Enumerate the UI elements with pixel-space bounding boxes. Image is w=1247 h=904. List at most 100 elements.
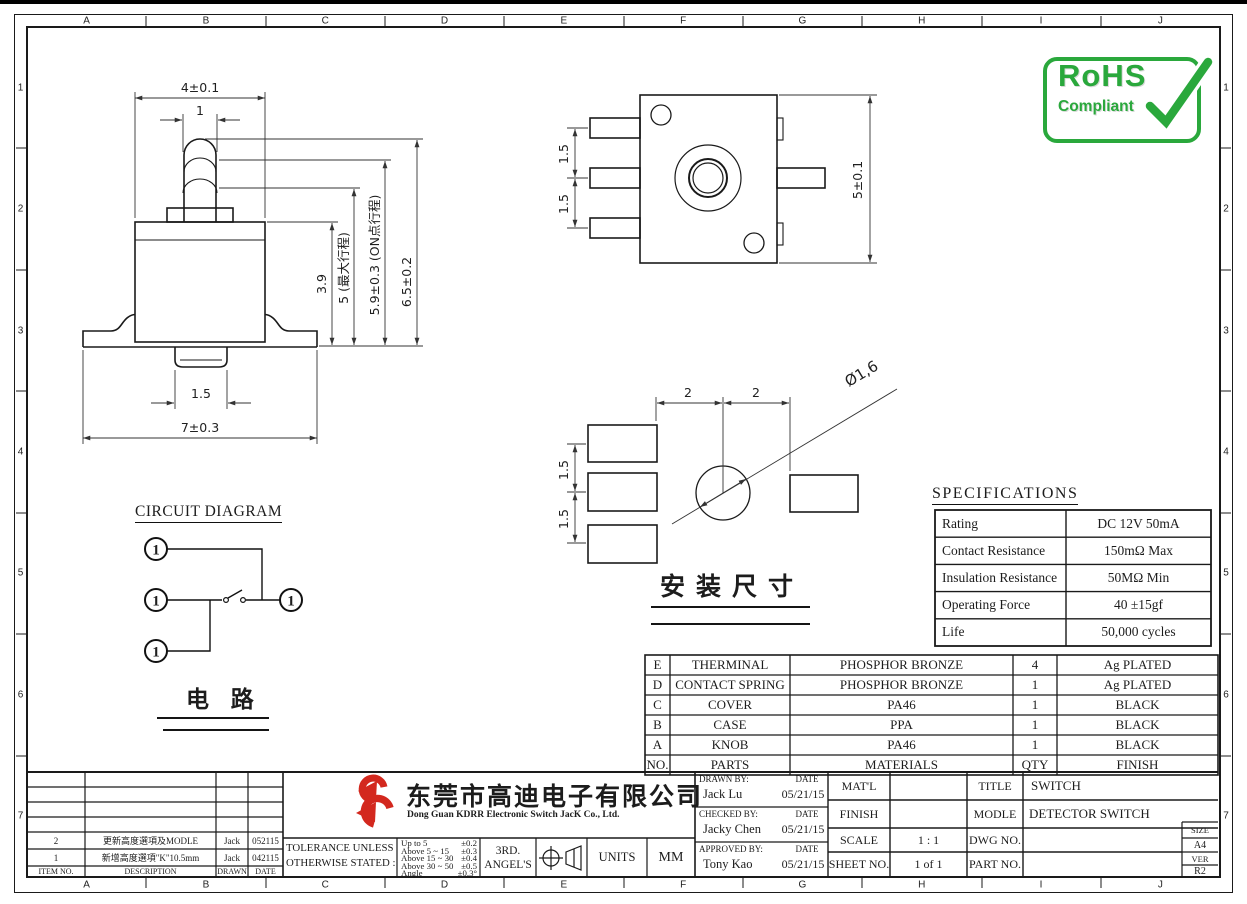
grid-row-label: 7: [1223, 810, 1229, 822]
signoff-role-label: DRAWN BY:: [699, 773, 749, 784]
revision-row-cell: Jack: [224, 852, 240, 863]
parts-table-cell: PHOSPHOR BRONZE: [839, 677, 964, 692]
scale-label: SCALE: [839, 832, 878, 847]
parts-table-cell: B: [653, 717, 662, 732]
install-view-title: 安装尺寸: [660, 574, 805, 601]
rohs-logo-line2: Compliant: [1058, 98, 1134, 115]
parts-table-cell: BLACK: [1115, 717, 1160, 732]
signoff-role-label: CHECKED BY:: [699, 808, 758, 819]
spec-row-label: Insulation Resistance: [942, 569, 1058, 585]
parts-table-cell: BLACK: [1115, 737, 1160, 752]
signoff-name: Tony Kao: [703, 857, 753, 871]
dim-pad-pitch-1: 1.5: [556, 460, 571, 480]
tolerance-value: ±0.5: [461, 860, 477, 871]
signoff-name: Jacky Chen: [703, 822, 761, 836]
spec-row-value: 150mΩ Max: [1104, 542, 1173, 558]
part-no-label: PART NO.: [969, 857, 1021, 871]
parts-table-cell: 1: [1031, 737, 1039, 752]
parts-table-cell: PA46: [887, 697, 916, 712]
ver-value: R2: [1194, 865, 1206, 877]
dim-pad-left: 2: [684, 385, 692, 400]
dim-top-width: 4±0.1: [181, 80, 219, 95]
parts-table-header-cell: MATERIALS: [865, 757, 938, 772]
circuit-subtitle-underline-2: [163, 729, 269, 731]
rohs-logo-line1: RoHS: [1058, 58, 1147, 93]
parts-table-cell: D: [652, 677, 663, 692]
tolerance-value: ±0.4: [461, 853, 477, 863]
grid-row-label: 2: [17, 203, 24, 215]
grid-row-label: 6: [17, 689, 24, 701]
top-view-drawing: [589, 94, 826, 264]
size-label: SIZE: [1191, 825, 1209, 835]
parts-table-cell: BLACK: [1115, 697, 1160, 712]
dim-travel-on: 5.9±0.3 (ON点行程): [367, 195, 382, 316]
revision-row-cell: 新增高度選項"K"10.5mm: [101, 853, 200, 863]
revision-header-cell: DATE: [255, 867, 276, 876]
grid-column-label: D: [440, 15, 449, 26]
tolerance-row: Up to 5 ±0.2: [401, 838, 477, 848]
signoff-date-label: DATE: [795, 773, 819, 784]
parts-table-cell: Ag PLATED: [1103, 657, 1172, 672]
rohs-logo: RoHS Compliant: [1043, 57, 1201, 143]
grid-row-label: 4: [1223, 446, 1229, 458]
sheet-frame: [14, 14, 1233, 893]
revision-row-cell: 1: [53, 852, 59, 863]
parts-table-cell: KNOB: [711, 737, 749, 752]
parts-table-cell: PPA: [890, 717, 913, 732]
grid-column-label: A: [83, 879, 90, 890]
grid-row-label: 3: [17, 325, 24, 337]
top-view-dimensions: [567, 94, 877, 264]
tolerance-note-line2: OTHERWISE STATED :: [286, 857, 396, 869]
grid-column-label: D: [440, 879, 449, 890]
parts-table-header-cell: FINISH: [1116, 757, 1159, 772]
circuit-terminal-2: 1: [152, 594, 160, 610]
projection-label-line2: ANGEL'S: [484, 858, 532, 871]
tolerance-note-line1: TOLERANCE UNLESS: [286, 842, 394, 854]
tolerance-value: ±0.3°: [457, 868, 477, 878]
scan-edge-strip: [0, 0, 1247, 4]
grid-column-label: C: [321, 879, 329, 890]
grid-column-label: F: [680, 879, 687, 890]
grid-column-label: J: [1157, 15, 1163, 26]
signoff-date-label: DATE: [795, 843, 819, 854]
tolerance-range: Above 30 ~ 50: [401, 860, 454, 871]
grid-row-label: 1: [17, 82, 24, 94]
spec-row-label: Rating: [942, 515, 978, 531]
tolerance-value: ±0.2: [461, 838, 477, 848]
spec-row-label: Operating Force: [942, 597, 1031, 613]
grid-column-label: H: [918, 15, 926, 26]
dim-pad-pitch-2: 1.5: [556, 509, 571, 529]
dim-terminal-pitch-1: 1.5: [556, 144, 571, 164]
ver-label: VER: [1191, 853, 1209, 864]
tolerance-note: TOLERANCE UNLESS OTHERWISE STATED :: [286, 841, 396, 871]
tolerance-range: Up to 5: [401, 838, 428, 848]
grid-column-label: A: [83, 15, 90, 26]
units-label: UNITS: [598, 850, 636, 864]
modle-label: MODLE: [973, 806, 1017, 821]
revision-row-cell: 2: [53, 835, 59, 846]
parts-table-cell: 1: [1031, 697, 1039, 712]
grid-column-label: B: [202, 15, 210, 26]
spec-row-value: DC 12V 50mA: [1097, 515, 1180, 531]
grid-row-label: 2: [1223, 203, 1229, 215]
tolerance-range: Above 5 ~ 15: [401, 845, 450, 856]
parts-table-cell: Ag PLATED: [1103, 677, 1172, 692]
parts-table-cell: THERMINAL: [691, 657, 769, 672]
revision-row-cell: 052115: [252, 835, 279, 846]
parts-table-cell: CASE: [713, 717, 747, 732]
signoff-date: 05/21/15: [781, 787, 825, 801]
dim-pad-right: 2: [752, 385, 760, 400]
install-title-underline-1: [651, 606, 810, 608]
spec-table-lines: [934, 509, 1212, 647]
specifications-title: SPECIFICATIONS: [932, 485, 1079, 505]
parts-table-header-cell: NO.: [646, 757, 669, 772]
grid-row-label: 6: [1223, 689, 1229, 701]
dim-travel-max: 5 (最大行程): [336, 232, 351, 304]
revision-header-cell: DRAWN: [217, 867, 247, 876]
circuit-terminal-1: 1: [152, 543, 160, 559]
dim-total-width: 7±0.3: [181, 420, 219, 435]
grid-column-label: J: [1157, 879, 1163, 890]
install-title-underline-2: [651, 623, 810, 625]
grid-row-label: 3: [1223, 325, 1229, 337]
parts-table-cell: E: [653, 657, 662, 672]
